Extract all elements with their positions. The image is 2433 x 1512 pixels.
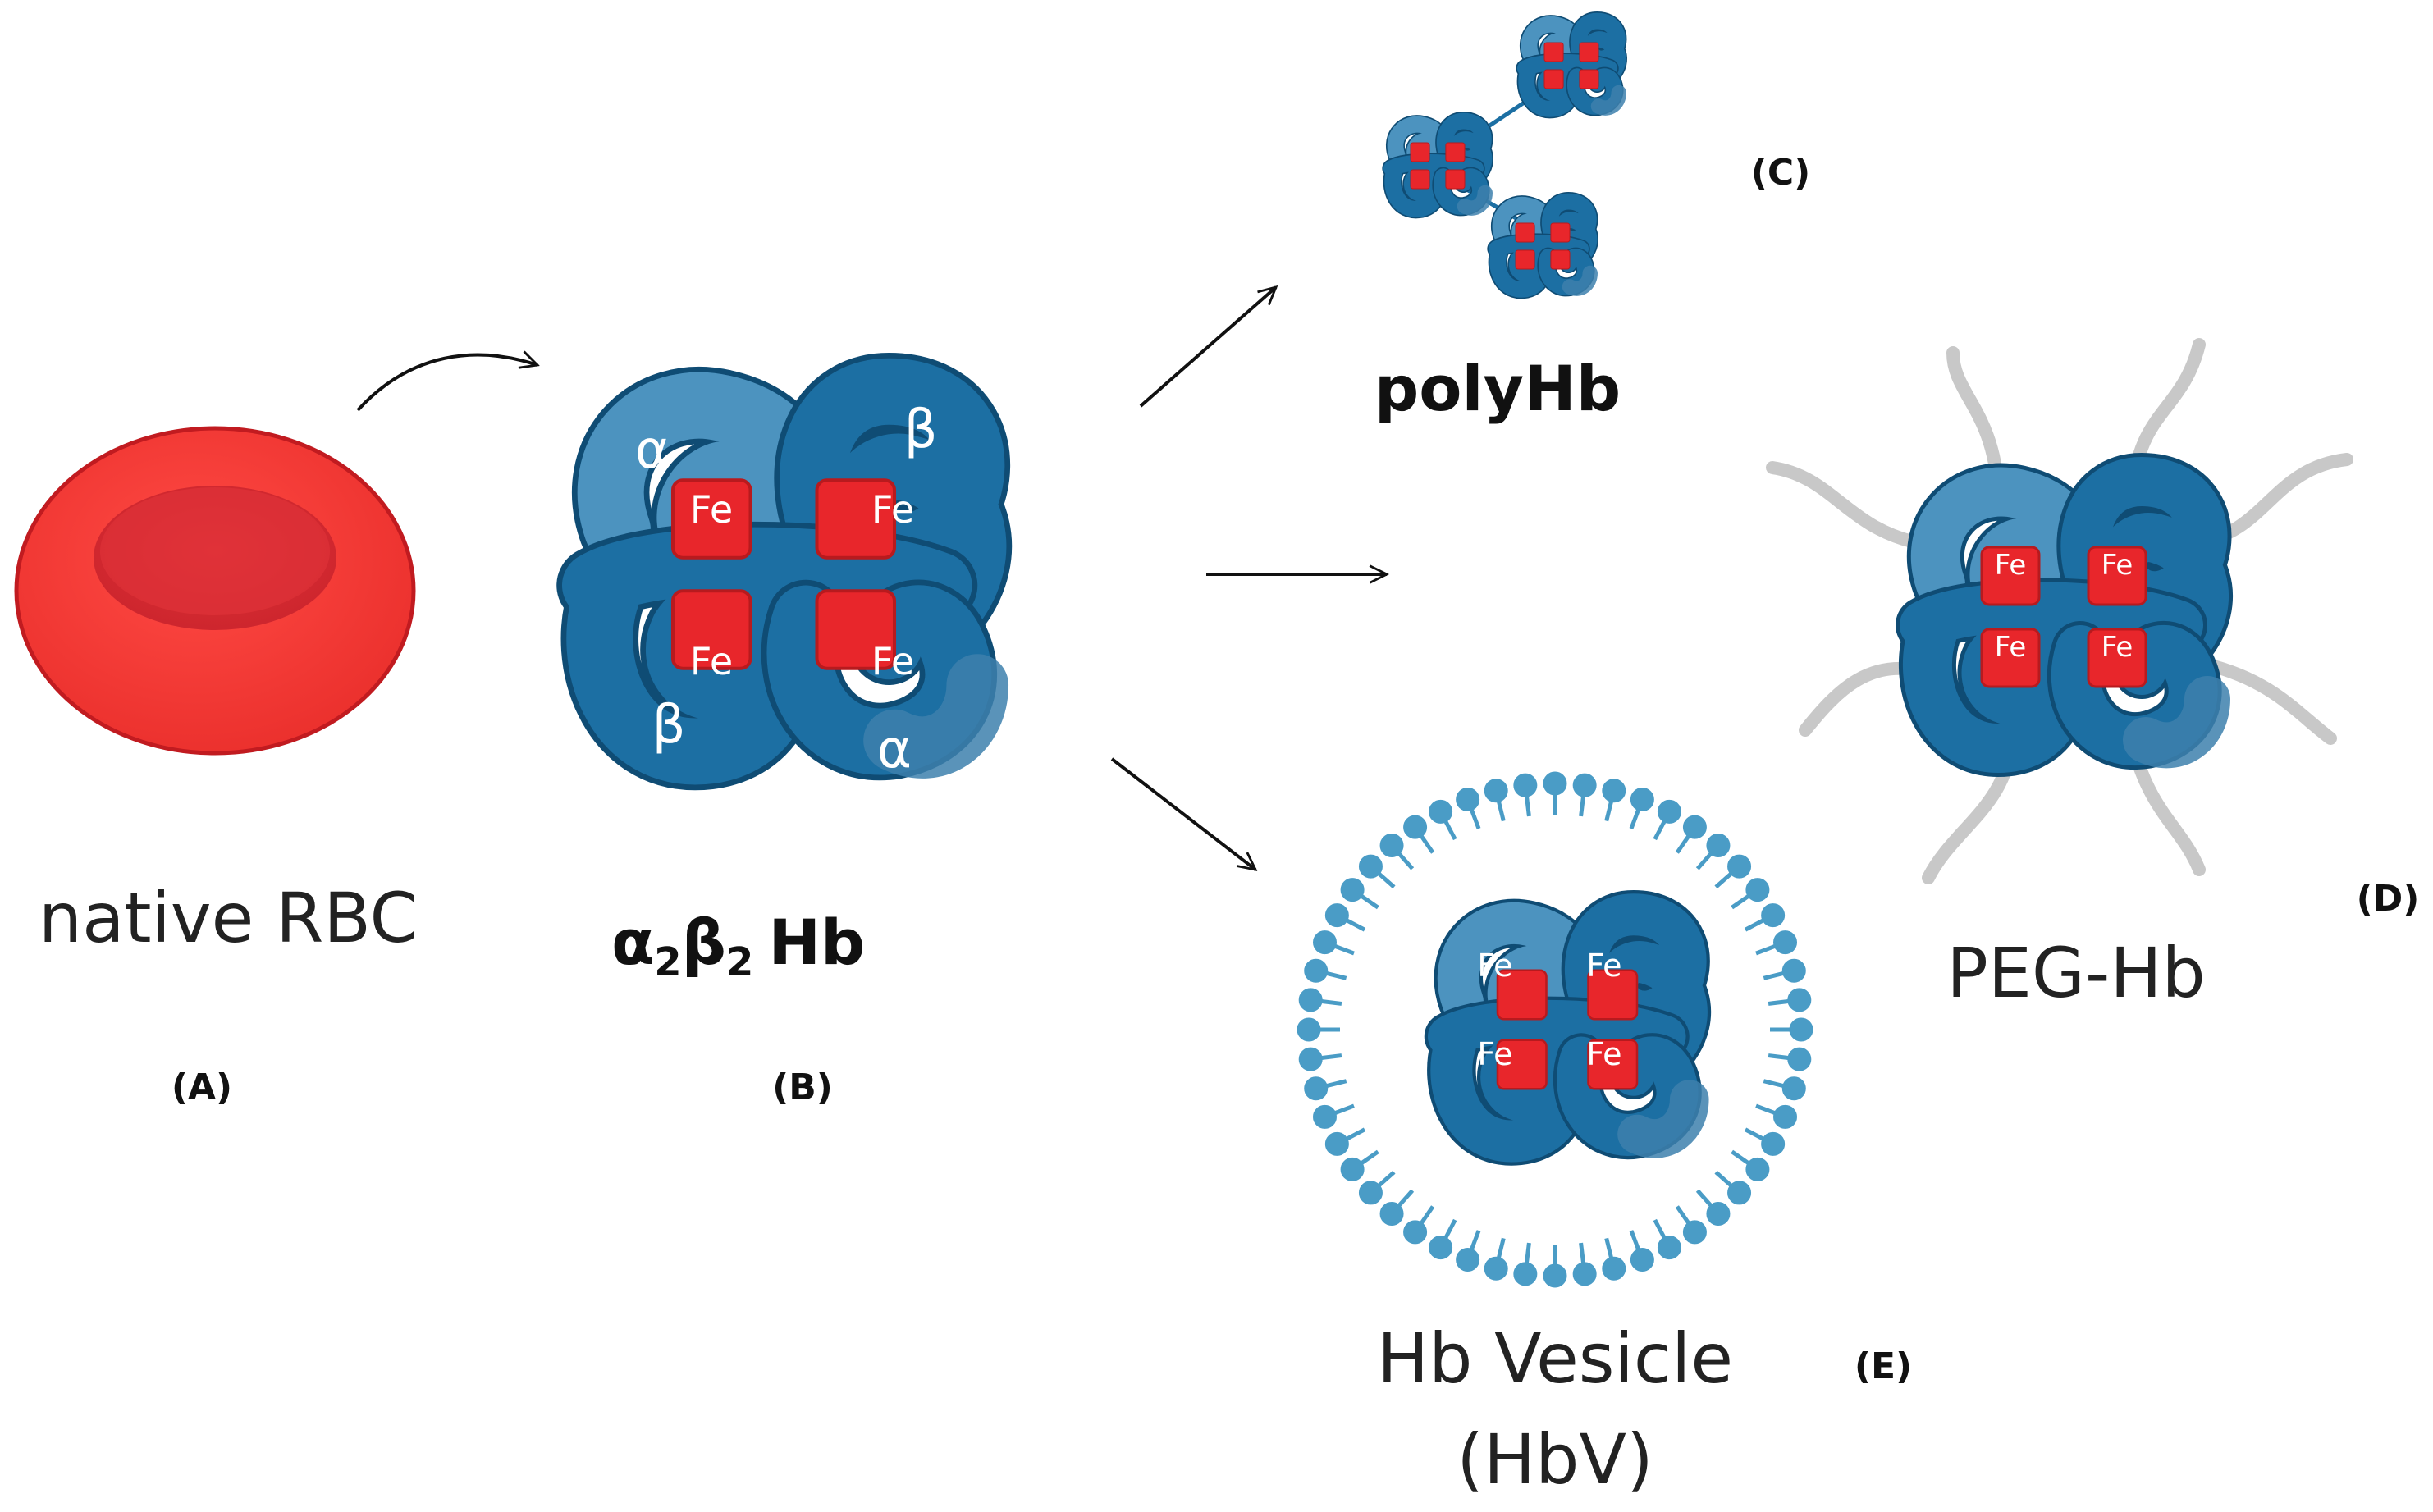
lipid-head <box>1727 1181 1752 1205</box>
heme-iron-label: Fe <box>690 487 733 532</box>
lipid-head <box>1358 1181 1383 1205</box>
lipid-head <box>1572 1262 1597 1286</box>
hbv-label-line1: Hb Vesicle <box>1377 1318 1733 1399</box>
lipid-head <box>1727 854 1752 879</box>
lipid-head <box>1773 1104 1798 1129</box>
lipid-head <box>1543 1263 1567 1288</box>
lipid-head <box>1630 1248 1654 1272</box>
red-blood-cell <box>14 426 416 756</box>
lipid-head <box>1297 1017 1321 1042</box>
alpha-subunit-label: α <box>877 719 912 780</box>
heme-iron-label: Fe <box>690 639 733 683</box>
lipid-head <box>1787 1047 1812 1071</box>
lipid-head <box>1543 771 1567 796</box>
polymerized-hemoglobin <box>1392 21 1619 290</box>
lipid-head <box>1340 1157 1365 1181</box>
lipid-head <box>1324 1131 1349 1156</box>
lipid-head <box>1682 1220 1707 1245</box>
beta-subunit-label: β <box>904 400 938 460</box>
lipid-head <box>1403 815 1428 839</box>
lipid-head <box>1340 878 1365 902</box>
lipid-head <box>1745 1157 1770 1181</box>
arrow-a-to-b <box>356 355 537 412</box>
lipid-head <box>1456 1248 1480 1272</box>
lipid-head <box>1456 787 1480 811</box>
lipid-head <box>1657 799 1681 824</box>
heme-iron-label: Fe <box>871 487 914 532</box>
heme-iron-label: Fe <box>1995 549 2027 582</box>
lipid-head <box>1304 1076 1329 1101</box>
heme-iron-label: Fe <box>2101 549 2133 582</box>
panel-label-c: (C) <box>1751 152 1811 194</box>
heme-iron-label: Fe <box>1477 1036 1512 1072</box>
lipid-head <box>1358 854 1383 879</box>
lipid-head <box>1787 988 1812 1012</box>
arrow-to-polyhb <box>1139 287 1276 408</box>
heme-iron-label: Fe <box>1586 1036 1621 1072</box>
pegylated-hemoglobin <box>1766 338 2353 884</box>
lipid-head <box>1379 1202 1404 1227</box>
heme-iron-label: Fe <box>2101 631 2133 664</box>
lipid-head <box>1379 833 1404 857</box>
lipid-head <box>1298 1047 1323 1071</box>
panel-label-d: (D) <box>2357 878 2420 920</box>
hb-vesicle <box>1297 771 1813 1288</box>
lipid-head <box>1324 903 1349 928</box>
lipid-head <box>1706 833 1731 857</box>
heme-iron-label: Fe <box>1586 948 1621 984</box>
heme-iron-label: Fe <box>871 639 914 683</box>
lipid-head <box>1513 773 1538 797</box>
lipid-head <box>1484 779 1508 803</box>
heme-iron-label: Fe <box>1477 948 1512 984</box>
lipid-head <box>1513 1262 1538 1286</box>
lipid-head <box>1429 799 1453 824</box>
lipid-head <box>1312 1104 1337 1129</box>
panel-label-e: (E) <box>1854 1345 1912 1387</box>
lipid-head <box>1304 958 1329 983</box>
beta-subunit-label: β <box>652 695 686 756</box>
lipid-head <box>1298 988 1323 1012</box>
polyhb-label: polyHb <box>1374 352 1621 425</box>
lipid-head <box>1657 1236 1681 1260</box>
native-rbc-label: native RBC <box>39 878 418 958</box>
lipid-head <box>1781 958 1806 983</box>
lipid-head <box>1781 1076 1806 1101</box>
lipid-bilayer <box>1297 771 1813 1288</box>
heme-iron-label: Fe <box>1995 631 2027 664</box>
lipid-head <box>1484 1256 1508 1281</box>
lipid-head <box>1602 779 1626 803</box>
peghb-label: PEG-Hb <box>1946 933 2206 1013</box>
lipid-head <box>1429 1236 1453 1260</box>
arrow-to-hbv <box>1110 757 1255 870</box>
panel-label-b: (B) <box>772 1067 833 1108</box>
lipid-head <box>1761 1131 1786 1156</box>
panel-label-a: (A) <box>171 1067 232 1108</box>
alpha-subunit-label: α <box>635 420 670 481</box>
lipid-head <box>1789 1017 1813 1042</box>
lipid-head <box>1682 815 1707 839</box>
lipid-head <box>1602 1256 1626 1281</box>
lipid-head <box>1761 903 1786 928</box>
lipid-head <box>1773 930 1798 955</box>
lipid-head <box>1745 878 1770 902</box>
lipid-head <box>1630 787 1654 811</box>
lipid-head <box>1706 1202 1731 1227</box>
lipid-head <box>1403 1220 1428 1245</box>
lipid-head <box>1572 773 1597 797</box>
hbv-label-line2: (HbV) <box>1457 1419 1653 1500</box>
lipid-head <box>1312 930 1337 955</box>
